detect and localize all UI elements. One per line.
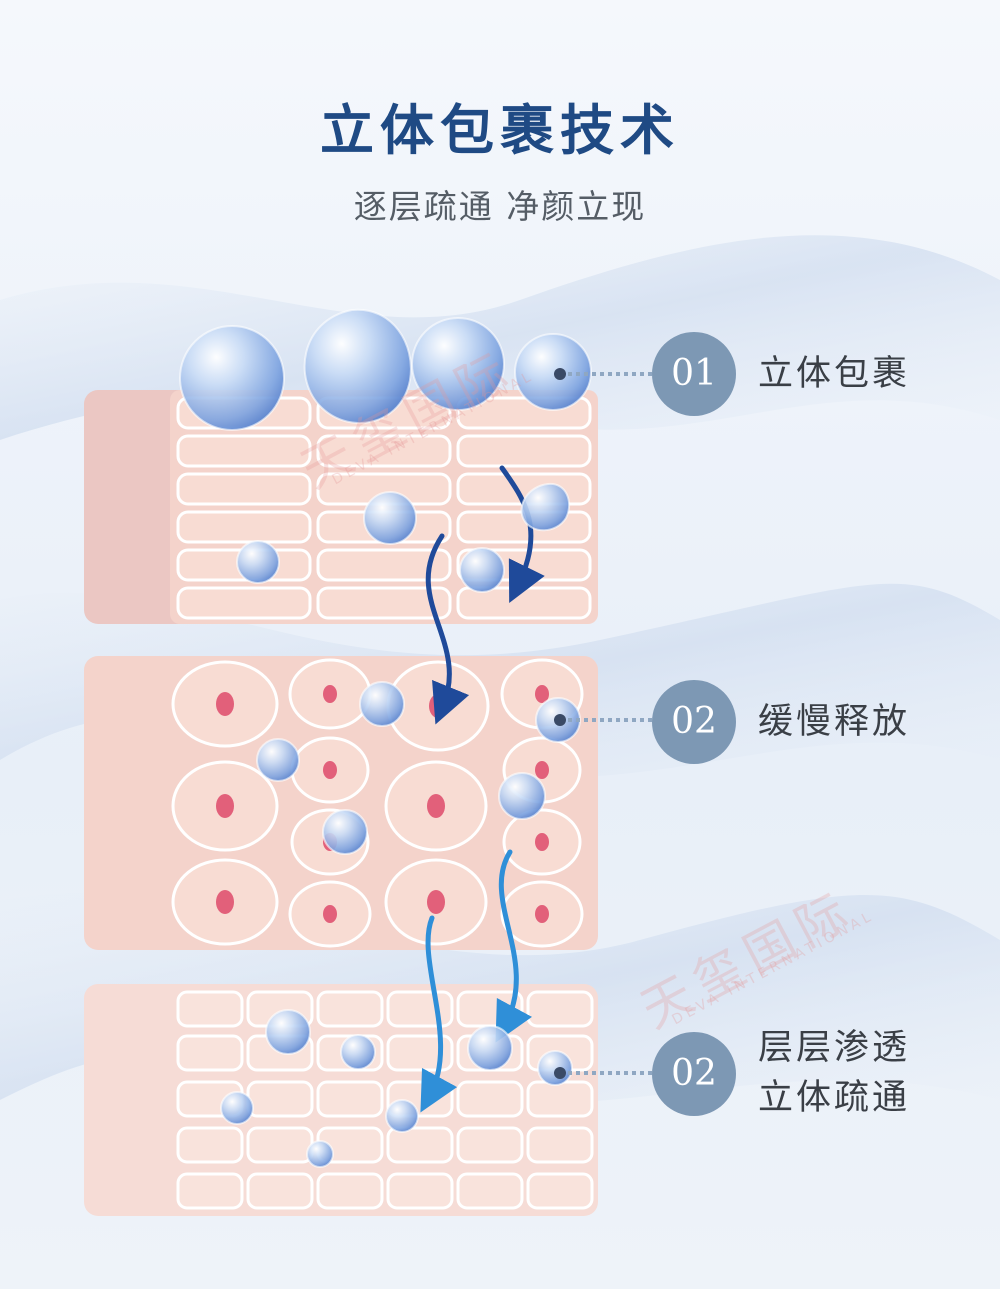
arrow-light-2 bbox=[420, 915, 458, 1113]
small-drop bbox=[359, 681, 405, 727]
step-label-2: 缓慢释放 bbox=[758, 702, 911, 742]
step-badge-1: 01 bbox=[652, 332, 736, 416]
small-drop bbox=[306, 1140, 334, 1168]
step-badge-3: 02 bbox=[652, 1032, 736, 1116]
small-drop bbox=[256, 738, 300, 782]
small-drop bbox=[363, 491, 417, 545]
step-label-3-line1: 层层渗透 bbox=[758, 1028, 911, 1068]
leader-lines bbox=[554, 368, 660, 1079]
small-drop bbox=[265, 1009, 311, 1055]
big-drop-4 bbox=[514, 333, 592, 411]
small-drop bbox=[467, 1025, 513, 1071]
step-label-3-line2: 立体疏通 bbox=[758, 1078, 911, 1118]
step-label-1: 立体包裹 bbox=[758, 354, 911, 394]
small-drop bbox=[220, 1091, 254, 1125]
small-drop bbox=[340, 1034, 376, 1070]
skin-layer-middle bbox=[84, 656, 598, 950]
water-drops bbox=[179, 308, 592, 1168]
small-drop bbox=[520, 482, 571, 532]
page-title: 立体包裹技术 bbox=[320, 98, 680, 162]
arrow-light-1 bbox=[495, 849, 533, 1043]
big-drop-3 bbox=[411, 317, 505, 411]
small-drop bbox=[459, 547, 505, 593]
skin-layer-bottom bbox=[84, 984, 598, 1216]
small-drop bbox=[537, 1050, 573, 1086]
big-drop-2 bbox=[303, 308, 412, 424]
arrow-dark-2 bbox=[425, 533, 470, 725]
page-subtitle: 逐层疏通 净颜立现 bbox=[353, 187, 647, 226]
small-drop bbox=[385, 1099, 419, 1133]
big-drop-1 bbox=[179, 325, 285, 431]
small-drop bbox=[322, 809, 368, 855]
step-badge-2: 02 bbox=[652, 680, 736, 764]
small-drop bbox=[498, 772, 546, 820]
small-drop bbox=[236, 540, 280, 584]
